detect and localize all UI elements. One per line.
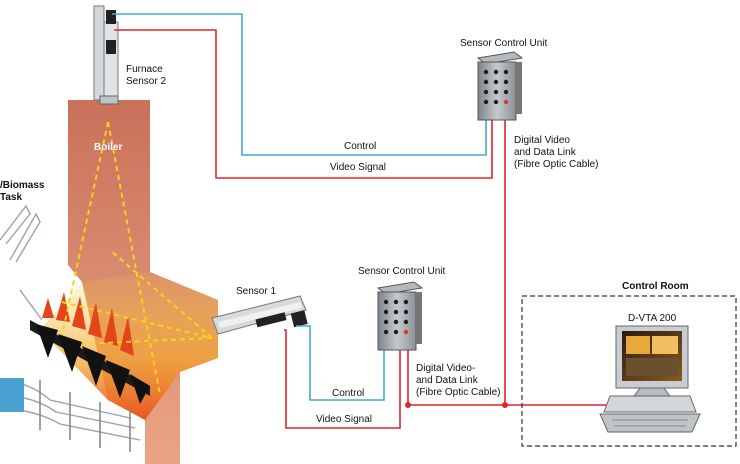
sensor-control-unit-bottom xyxy=(376,281,424,351)
furnace-sensor-label-2: Sensor 2 xyxy=(126,76,166,87)
scu-top-label: Sensor Control Unit xyxy=(460,38,547,49)
data-link-top-label-2: and Data Link xyxy=(514,147,577,158)
control-top-label: Control xyxy=(344,141,376,152)
furnace-body xyxy=(40,100,218,464)
junction-dot-bottom xyxy=(405,402,411,408)
biomass-label-2: Task xyxy=(0,192,22,203)
biomass-label-1: /Biomass xyxy=(0,180,45,191)
control-bottom-label: Control xyxy=(332,388,364,399)
video-line-top xyxy=(114,29,493,179)
data-link-bottom-label-2: and Data Link xyxy=(416,375,479,386)
control-room-label: Control Room xyxy=(622,281,689,292)
furnace-sensor-label-1: Furnace xyxy=(126,64,163,75)
control-line-top xyxy=(112,13,487,156)
grate xyxy=(30,320,150,404)
furnace-sensor-2 xyxy=(93,5,119,105)
cables xyxy=(112,13,614,429)
control-line-bottom xyxy=(296,325,385,401)
scu-bottom-label: Sensor Control Unit xyxy=(358,266,445,277)
boiler-label: Boiler xyxy=(94,142,122,153)
data-link-top-label-1: Digital Video xyxy=(514,135,570,146)
junction-dot-top xyxy=(502,402,508,408)
left-hopper xyxy=(0,378,24,412)
data-link-bottom-label-3: (Fibre Optic Cable) xyxy=(416,387,500,398)
flames xyxy=(42,292,134,356)
video-line-bottom xyxy=(284,329,401,429)
sensor-1-label: Sensor 1 xyxy=(236,286,276,297)
sensor-view-beams xyxy=(59,121,213,396)
support-legs xyxy=(39,380,131,452)
sensor-1 xyxy=(211,295,308,335)
control-room-box xyxy=(521,295,737,447)
data-link-top-label-3: (Fibre Optic Cable) xyxy=(514,159,598,170)
data-link-bottom-label-1: Digital Video- xyxy=(416,363,475,374)
video-top-label: Video Signal xyxy=(330,162,386,173)
d-vta-200-workstation xyxy=(599,325,701,433)
dvta-label: D-VTA 200 xyxy=(628,313,677,324)
sensor-control-unit-top xyxy=(476,51,524,121)
video-bottom-label: Video Signal xyxy=(316,414,372,425)
